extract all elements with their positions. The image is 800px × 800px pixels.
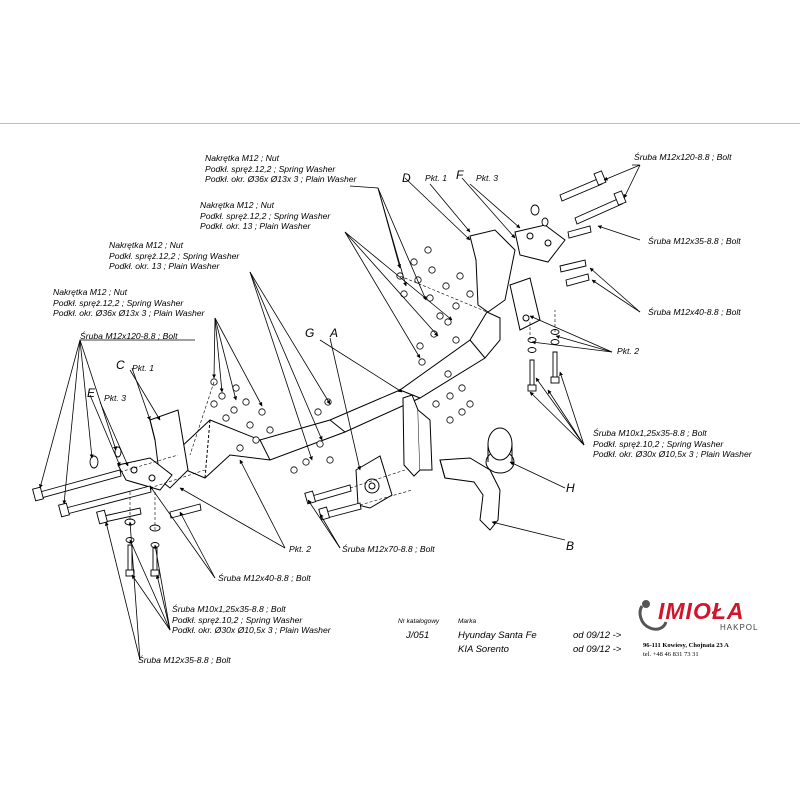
brand-address: 96-111 Kowiesy, Chojnata 23 A tel. +48 4… [643,641,729,659]
part-letter-e: E [87,386,96,400]
label-line: Podkł. spręż.12,2 ; Spring Washer [200,210,331,221]
label-bolt-120-right: Śruba M12x120-8.8 ; Bolt [634,152,732,162]
logo-subtext: HAKPOL [720,623,759,632]
part-letter-c: C [116,358,125,372]
bolts-right [527,170,627,392]
label-line: Nakrętka M12 ; Nut [109,240,184,250]
label-pkt2-bottom: Pkt. 2 [289,544,311,554]
label-bolt-120-left: Śruba M12x120-8.8 ; Bolt [80,331,178,341]
catalog-number: J/051 [406,630,430,641]
part-letter-a: A [330,326,339,340]
label-nut-left: Nakrętka M12 ; Nut Podkł. spręż.12,2 ; S… [109,240,239,272]
label-nut-mid: Nakrętka M12 ; Nut Podkł. spręż.12,2 ; S… [200,200,330,232]
brand-label: Marka [458,618,477,625]
part-letter-g: G [305,326,315,340]
leader-lines [39,164,641,661]
label-line: Podkł. spręż.10,2 ; Spring Washer [172,614,303,625]
label-nut-top: Nakrętka M12 ; Nut Podkł. spręż.12,2 ; S… [205,153,356,185]
label-line: Podkł. spręż.12,2 ; Spring Washer [53,297,184,308]
label-line: Podkł. okr. Ø36x Ø13x 3 ; Plain Washer [53,308,205,319]
label-line: Śruba M10x1,25x35-8.8 ; Bolt [172,604,286,614]
catalog-number-label: Nr katalogowy [398,618,440,625]
model-name: KIA Sorento [458,644,509,655]
label-line: Nakrętka M12 ; Nut [200,200,275,210]
bolts-m12x70 [304,484,362,521]
label-pkt1-left: Pkt. 1 [132,363,154,373]
part-letter-f: F [456,168,464,182]
bracket-d [469,229,516,313]
label-pkt3-top: Pkt. 3 [476,173,498,183]
part-letter-b: B [566,539,575,553]
label-bolt-40-right: Śruba M12x40-8.8 ; Bolt [648,307,741,317]
phone-line: tel. +48 46 831 73 31 [643,651,699,658]
tow-ball-b [439,427,515,531]
brand-logo: IMIOŁA HAKPOL [636,598,786,638]
label-line: Podkł. spręż.12,2 ; Spring Washer [205,163,336,174]
label-line: Podkł. okr. Ø30x Ø10,5x 3 ; Plain Washer [593,449,752,460]
address-line: 96-111 Kowiesy, Chojnata 23 A [643,642,729,649]
model-from: od 09/12 -> [573,630,622,641]
label-pkt2-right: Pkt. 2 [617,346,639,356]
bracket-f [509,224,566,331]
towbar-hook-icon [638,600,668,631]
part-letter-h: H [566,481,575,495]
label-pkt3-left: Pkt. 3 [104,393,126,403]
label-line: Podkł. okr. Ø30x Ø10,5x 3 ; Plain Washer [172,625,331,636]
label-bolt-m10-right: Śruba M10x1,25x35-8.8 ; Bolt Podkł. sprę… [593,428,752,460]
label-line: Podkł. spręż.12,2 ; Spring Washer [109,250,240,261]
crossbar-a [177,311,501,479]
plate-g [402,394,433,477]
label-line: Nakrętka M12 ; Nut [53,287,128,297]
label-bolt-m10-left: Śruba M10x1,25x35-8.8 ; Bolt Podkł. sprę… [172,604,331,636]
label-line: Podkł. okr. Ø36x Ø13x 3 ; Plain Washer [205,174,357,185]
model-name: Hyunday Santa Fe [458,630,537,641]
part-letter-d: D [402,171,411,185]
logo-text: IMIOŁA [658,598,745,624]
label-bolt-35-right: Śruba M12x35-8.8 ; Bolt [648,236,741,246]
label-line: Podkł. okr. 13 ; Plain Washer [109,261,220,272]
assembly-axes [119,275,556,530]
label-line: Podkł. spręż.10,2 ; Spring Washer [593,438,724,449]
socket-plate [355,455,393,509]
label-bolt-70: Śruba M12x70-8.8 ; Bolt [342,544,435,554]
label-line: Nakrętka M12 ; Nut [205,153,280,163]
label-bolt-40-left: Śruba M12x40-8.8 ; Bolt [218,573,311,583]
label-pkt1-top: Pkt. 1 [425,173,447,183]
label-line: Śruba M10x1,25x35-8.8 ; Bolt [593,428,707,438]
label-nut-far-left: Nakrętka M12 ; Nut Podkł. spręż.12,2 ; S… [53,287,204,319]
label-line: Podkł. okr. 13 ; Plain Washer [200,221,311,232]
model-from: od 09/12 -> [573,644,622,655]
label-bolt-35-left: Śruba M12x35-8.8 ; Bolt [138,655,231,665]
page-divider [0,123,800,124]
